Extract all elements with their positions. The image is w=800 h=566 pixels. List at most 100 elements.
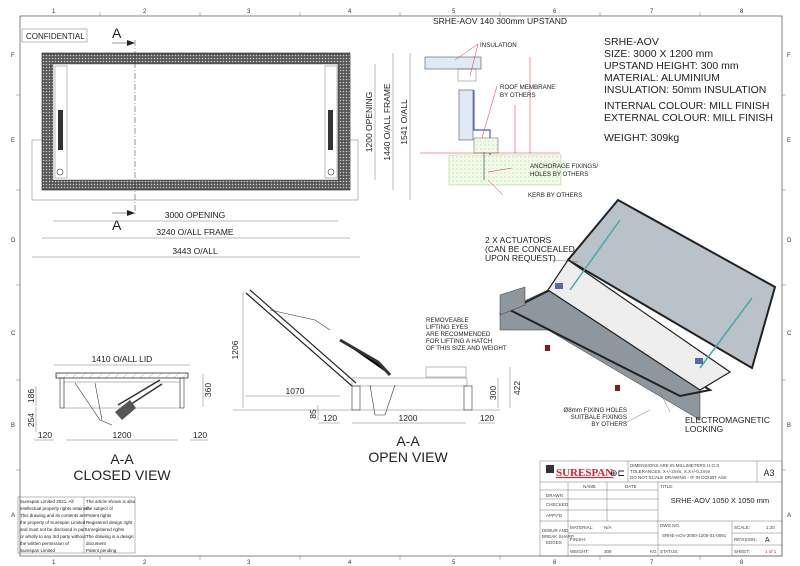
row-label: A (11, 513, 15, 519)
label-actuators: (CAN BE CONCEALED (485, 244, 575, 254)
row-label: C (11, 331, 16, 337)
label-anchorage: ANCHORAGE FIXINGS/ (530, 163, 598, 170)
dwg-label: DWG NO. (660, 523, 680, 528)
spec-line: INTERNAL COLOUR: MILL FINISH (604, 100, 770, 112)
material-label: MATERIAL: (570, 525, 593, 530)
weight-value: 309 (604, 549, 612, 554)
column-label: 7 (650, 9, 654, 15)
spec-line: SRHE-AOV (604, 36, 659, 48)
tolerance-line: DIMENSIONS ARE IN MILLIMETERS U.O.S (630, 463, 719, 468)
label-actuators: 2 X ACTUATORS (485, 235, 552, 245)
row-label: F (11, 53, 15, 59)
isometric-view: 2 X ACTUATORS (CAN BE CONCEALED UPON REQ… (485, 198, 777, 434)
title-block: SURESPAN ⊕⊏ DIMENSIONS ARE IN MILLIMETER… (539, 460, 783, 557)
patent-line: document (86, 541, 107, 546)
copyright-line: the property of Surespan Limited (20, 520, 86, 525)
dim-186: 186 (26, 389, 36, 403)
dim-frame-width: 3240 O/ALL FRAME (156, 227, 233, 237)
column-label: 3 (247, 560, 251, 566)
patent-line: The article shown is also (86, 499, 136, 504)
sheet-label: SHEET: (734, 549, 750, 554)
drawing-title: SRHE-AOV 1050 X 1050 mm (671, 496, 769, 505)
column-label: 3 (247, 9, 251, 15)
revision-label: REVISION: (734, 537, 757, 542)
lifting-note: ARE RECOMMENDED (426, 331, 491, 338)
column-label: 1 (52, 560, 56, 566)
patent-line: Unregistered rights (86, 527, 125, 532)
column-label: 7 (650, 560, 654, 566)
lifting-note: LIFTING EYES (426, 324, 468, 331)
scale-value: 1:20 (766, 525, 775, 530)
revision-value: A (765, 537, 770, 544)
checked-label: CHECKED (546, 502, 569, 507)
spec-line: INSULATION: 50mm INSULATION (604, 84, 766, 96)
patent-line: Registered design right (86, 520, 133, 525)
dim-frame-height: 1440 O/ALL FRAME (382, 83, 392, 160)
spec-line: WEIGHT: 309kg (604, 132, 679, 144)
dim-1070: 1070 (286, 386, 305, 396)
row-label: A (787, 513, 791, 519)
open-view-title: A-A (396, 433, 420, 449)
open-view: 1206 1070 85 120 1200 120 300 422 REMOVE… (230, 289, 522, 465)
sheet-border: 1 2 3 4 5 6 7 8 1 2 3 4 5 6 7 8 F E D C … (11, 9, 792, 566)
dim-mid: 1200 (399, 413, 418, 423)
dim-254: 254 (26, 413, 36, 427)
copyright-line: the written permission of (20, 541, 70, 546)
dim-opening-height: 1200 OPENING (364, 92, 374, 152)
lifting-note: FOR LIFTING A HATCH (426, 338, 492, 345)
dim-360: 360 (203, 383, 213, 397)
row-label: D (11, 238, 16, 244)
section-marker-top: A (112, 25, 122, 41)
column-label: 8 (740, 560, 744, 566)
spec-line: UPSTAND HEIGHT: 300 mm (604, 60, 739, 72)
column-label: 2 (143, 560, 147, 566)
row-label: D (787, 238, 792, 244)
closed-view-title: A-A (110, 451, 134, 467)
name-header: NAME (583, 484, 596, 489)
dim-left: 120 (323, 413, 337, 423)
deburr-note: EDGES (546, 540, 562, 545)
scale-label: SCALE: (734, 525, 750, 530)
copyright-line: and must not be disclosed in part (20, 527, 87, 532)
status-label: STATUS: (660, 549, 678, 554)
dim-lid: 1410 O/ALL LID (92, 354, 153, 364)
column-label: 6 (553, 9, 557, 15)
label-roof-membrane: BY OTHERS (500, 92, 536, 99)
legal-notes: Surespan Limited 2021. All intellectual … (17, 496, 136, 554)
deburr-note: BREAK SHARP (542, 534, 574, 539)
column-label: 5 (452, 560, 456, 566)
label-insulation: INSULATION (480, 42, 517, 49)
patent-line: Patent rights (86, 513, 112, 518)
dim-422: 422 (512, 381, 522, 395)
column-label: 4 (348, 9, 352, 15)
surespan-logo-icon (546, 465, 554, 473)
label-locking: LOCKING (685, 424, 723, 434)
brand-logo: SURESPAN (556, 467, 613, 479)
row-label: B (787, 423, 791, 429)
spec-line: EXTERNAL COLOUR: MILL FINISH (604, 112, 773, 124)
title-label: TITLE: (660, 484, 674, 489)
confidential-box (21, 28, 88, 43)
closed-view: 1410 O/ALL LID 186 254 360 120 1200 120 … (26, 354, 213, 483)
patent-line: the subject of (86, 506, 114, 511)
lifting-note: OF THIS SIZE AND WEIGHT (426, 345, 507, 352)
dim-85: 85 (308, 409, 318, 419)
date-header: DATE (625, 484, 637, 489)
lifting-note: REMOVEABLE (426, 317, 469, 324)
drawn-label: DRAWN (546, 493, 563, 498)
dim-overall-width: 3443 O/ALL (172, 246, 218, 256)
column-label: 2 (143, 9, 147, 15)
closed-view-title: CLOSED VIEW (73, 467, 171, 483)
copyright-line: Surespan Limited 2021. All (20, 499, 74, 504)
row-label: C (787, 331, 792, 337)
dim-1206: 1206 (230, 340, 240, 359)
section-marker-bottom: A (112, 217, 122, 233)
patent-line: Patent pending (86, 548, 117, 553)
copyright-line: or wholly to any 3rd party without (20, 534, 87, 539)
finish-label: FINISH: (570, 537, 586, 542)
open-view-title: OPEN VIEW (368, 449, 448, 465)
column-label: 5 (452, 9, 456, 15)
confidential-label: CONFIDENTIAL (26, 32, 85, 41)
dim-overall-height: 1541 O/ALL (399, 99, 409, 145)
